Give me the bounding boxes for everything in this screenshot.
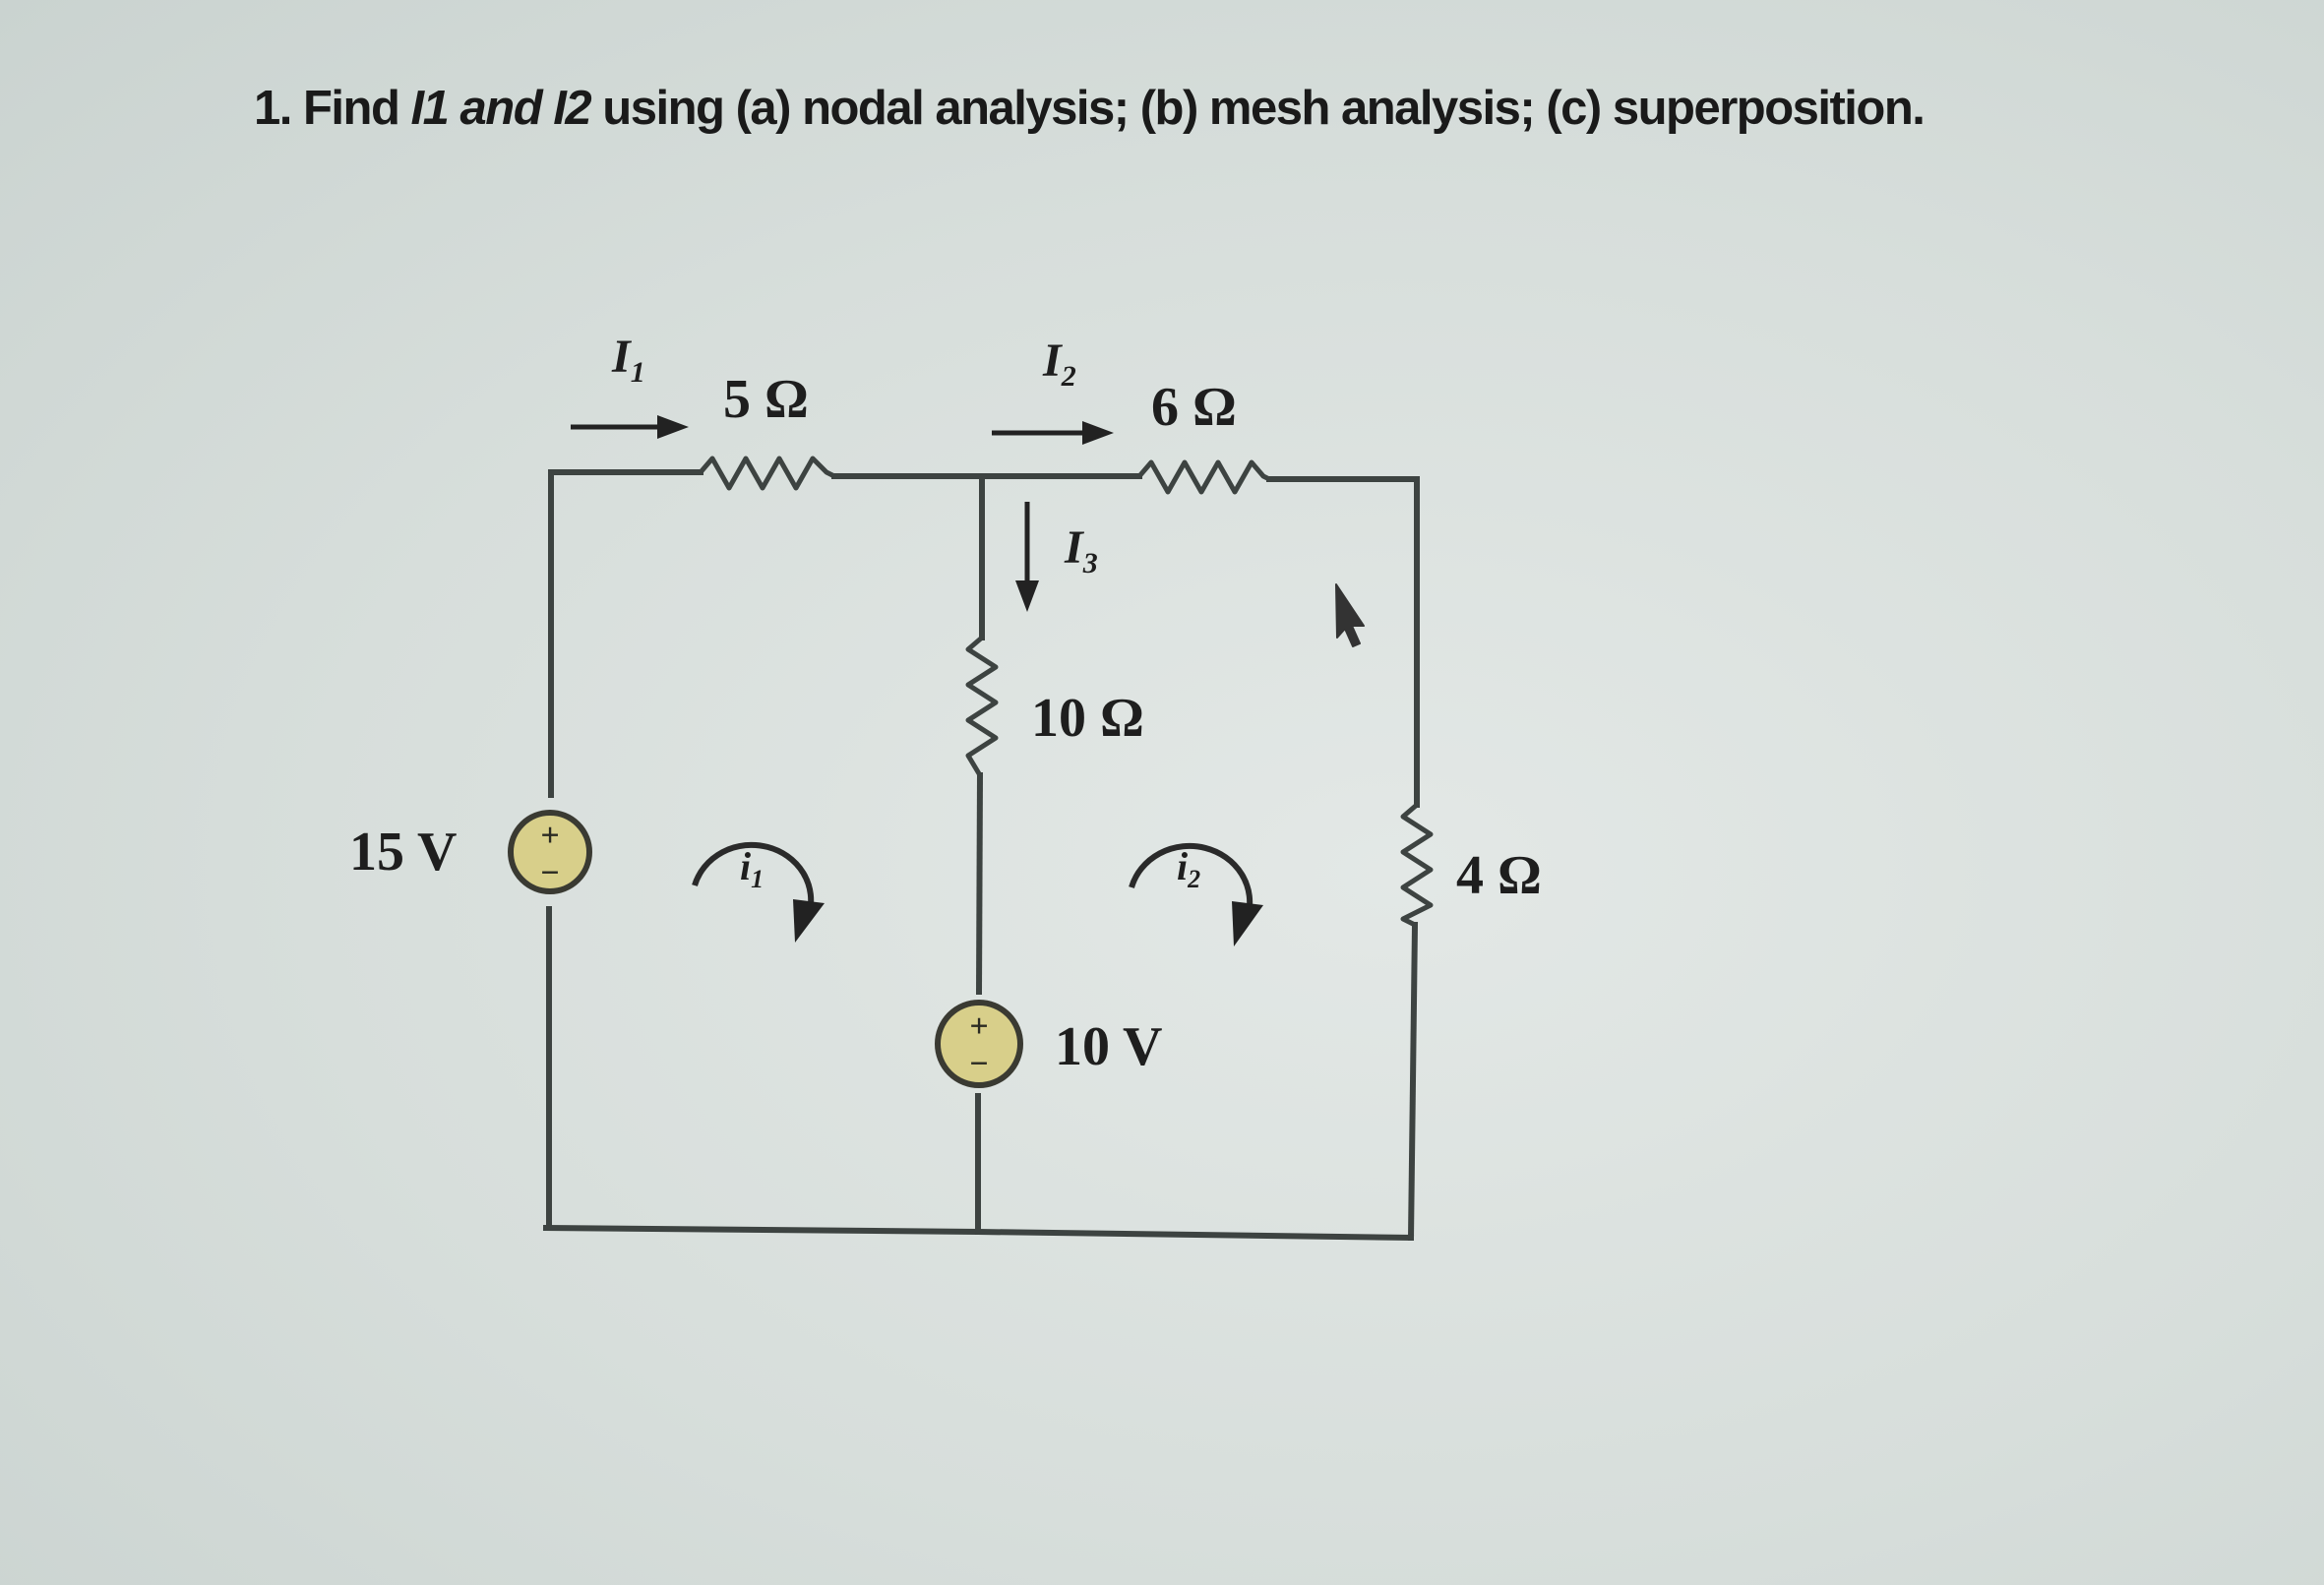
source-10v-circle xyxy=(935,1000,1023,1088)
source-10v-plus: + xyxy=(969,1008,988,1045)
label-branch-i3: I3 xyxy=(1064,521,1098,579)
source-10v-minus: − xyxy=(969,1046,988,1082)
current-arrow-i1: I1 xyxy=(571,331,689,439)
mesh-i1-arrowhead xyxy=(793,899,825,943)
problem-var-i1: I1 xyxy=(410,82,450,135)
label-6-ohm: 6 Ω xyxy=(1151,377,1237,438)
problem-var-i2: I2 xyxy=(553,82,591,135)
voltage-source-10v: + − xyxy=(935,1000,1023,1088)
label-branch-i2: I2 xyxy=(1042,335,1076,393)
mesh-i2-arc xyxy=(1129,842,1254,918)
arrow-i1-head xyxy=(657,415,689,439)
wire-right-lower xyxy=(1407,921,1419,1242)
voltage-source-15v: + − xyxy=(508,810,592,894)
problem-and: and xyxy=(459,82,543,135)
mesh-current-i2: i2 xyxy=(1129,842,1263,946)
label-4-ohm: 4 Ω xyxy=(1456,845,1542,906)
arrow-cursor-icon xyxy=(1335,583,1365,647)
wire-middle-between xyxy=(975,771,984,996)
circuit-wires xyxy=(542,469,1420,1242)
label-branch-i1: I1 xyxy=(611,331,645,389)
source-15v-minus: − xyxy=(540,855,559,891)
current-arrow-i2: I2 xyxy=(992,335,1114,445)
wire-top-right xyxy=(1266,476,1420,808)
mesh-i2-arrowhead xyxy=(1232,901,1263,946)
label-10-volt: 10 V xyxy=(1055,1016,1162,1077)
source-15v-plus: + xyxy=(540,818,559,854)
label-5-ohm: 5 Ω xyxy=(723,369,809,430)
current-arrow-i3: I3 xyxy=(1015,502,1098,612)
problem-methods: using (a) nodal analysis; (b) mesh analy… xyxy=(602,82,1926,135)
label-mesh-i2: i2 xyxy=(1177,844,1200,893)
resistor-6-ohm xyxy=(1137,459,1271,495)
mesh-current-i1: i1 xyxy=(692,841,825,943)
arrow-i2-head xyxy=(1082,421,1114,445)
label-10-ohm: 10 Ω xyxy=(1031,688,1144,749)
problem-find: Find xyxy=(303,82,400,135)
label-15-volt: 15 V xyxy=(349,822,457,883)
arrow-i3-head xyxy=(1015,580,1039,612)
problem-number: 1. xyxy=(254,82,292,135)
resistor-5-ohm xyxy=(699,456,836,491)
mesh-i1-arc xyxy=(692,841,815,916)
resistor-4-ohm xyxy=(1400,803,1434,928)
source-15v-circle xyxy=(508,810,592,894)
wire-left-upper xyxy=(548,469,703,798)
label-mesh-i1: i1 xyxy=(740,844,764,893)
problem-statement: 1. Find I1 and I2 using (a) nodal analys… xyxy=(254,81,1926,136)
resistor-10-ohm xyxy=(965,636,999,777)
